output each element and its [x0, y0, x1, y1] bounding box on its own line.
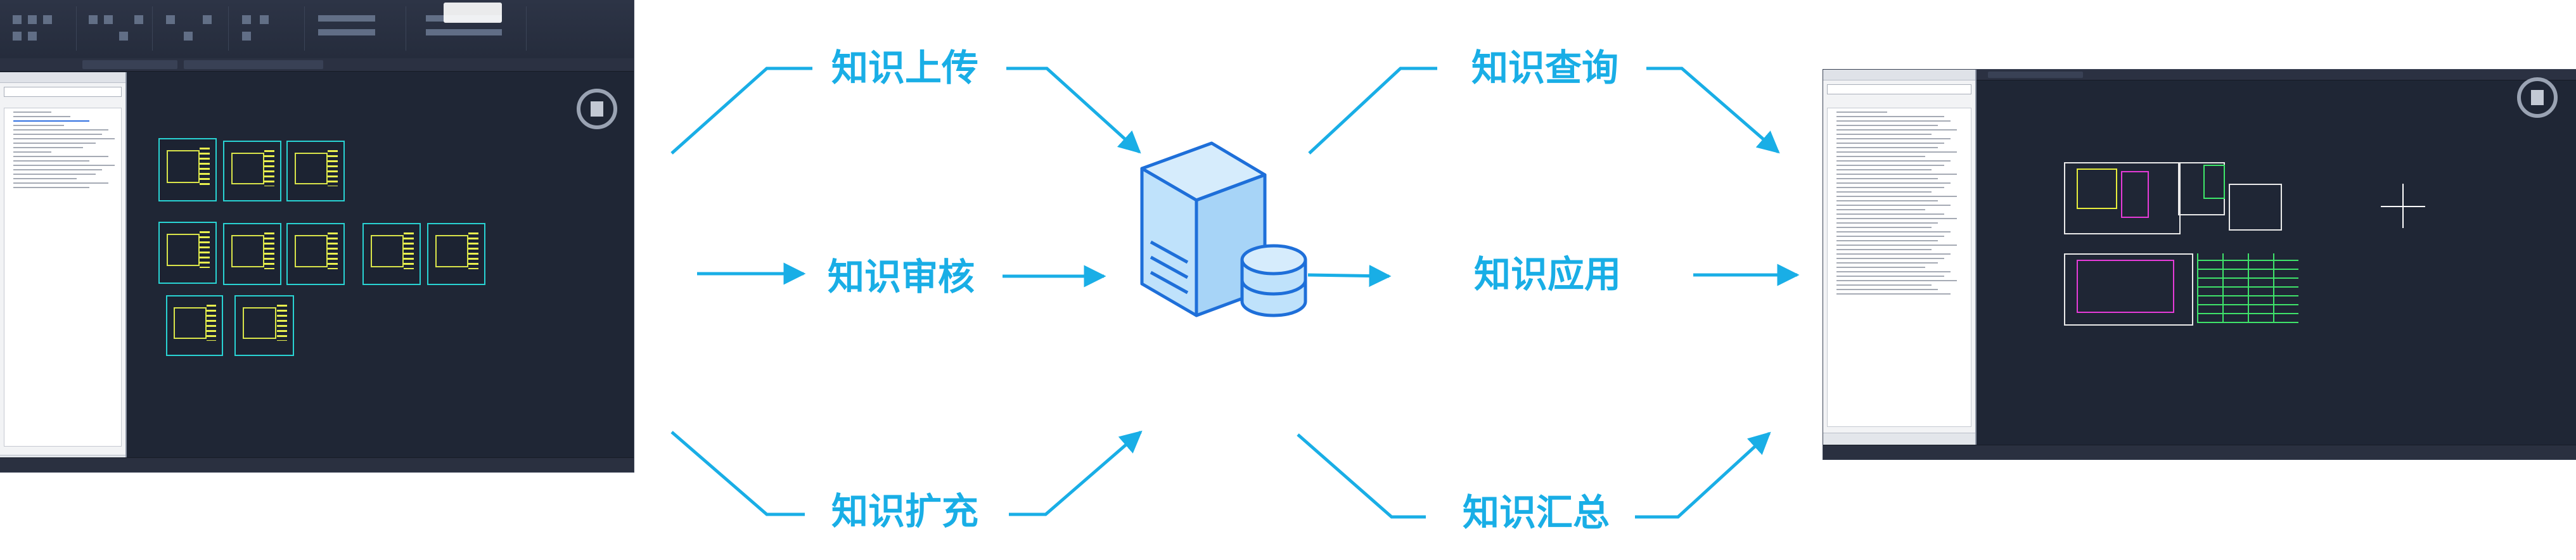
- knowledge-tree-panel: [1823, 70, 1977, 450]
- arrow-apply-in: [1307, 265, 1392, 288]
- arrow-query-in: [1308, 67, 1437, 155]
- label-knowledge-summary: 知识汇总: [1463, 491, 1610, 534]
- label-knowledge-expand: 知识扩充: [831, 490, 979, 533]
- cad-document-tabs: [1823, 70, 2576, 80]
- arrow-summary-in: [1297, 433, 1426, 519]
- arrow-query-out: [1646, 67, 1780, 154]
- arrow-summary-out: [1635, 431, 1771, 519]
- right-cad-screenshot: [1823, 70, 2576, 459]
- viewcube-icon[interactable]: [2517, 77, 2558, 118]
- label-knowledge-upload: 知识上传: [831, 46, 979, 89]
- arrow-upload-in: [670, 67, 812, 155]
- cad-document-tabs: [0, 58, 634, 72]
- arrow-upload-out: [1006, 67, 1141, 154]
- arrow-expand-out: [1009, 430, 1143, 516]
- left-cad-screenshot: [0, 0, 634, 472]
- label-knowledge-query: 知识查询: [1471, 46, 1619, 89]
- label-knowledge-apply: 知识应用: [1474, 253, 1622, 296]
- cad-ribbon-toolbar: [0, 0, 634, 60]
- arrow-expand-in: [670, 431, 805, 516]
- viewcube-icon[interactable]: [577, 89, 617, 129]
- label-knowledge-review: 知识审核: [828, 255, 975, 298]
- server-database-icon: [1140, 141, 1307, 317]
- knowledge-tree-panel: [0, 72, 127, 472]
